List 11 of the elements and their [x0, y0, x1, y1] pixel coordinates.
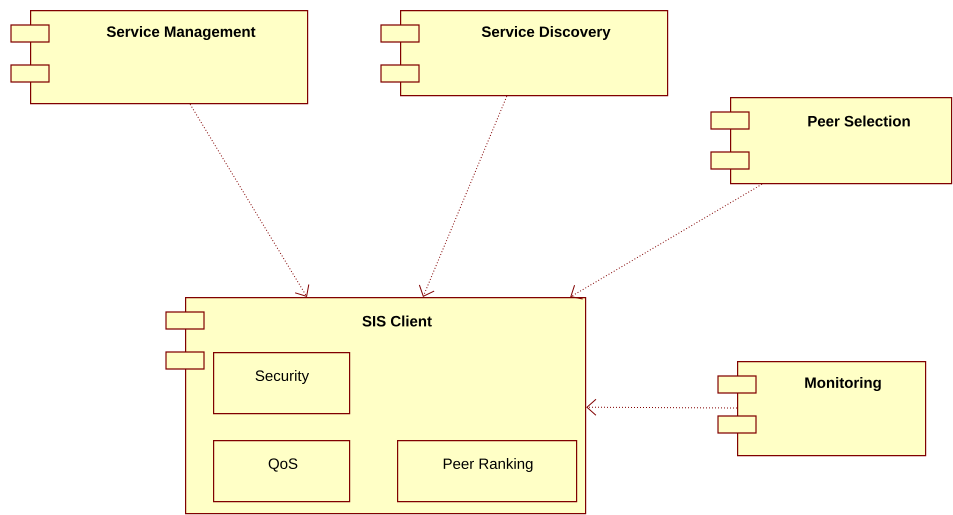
dependency-arrow	[570, 184, 762, 300]
dependency-arrow	[586, 398, 738, 416]
part-box: QoS	[213, 440, 350, 502]
component-box: Monitoring	[717, 361, 926, 456]
dependency-arrow	[418, 96, 508, 297]
component-box: Peer Selection	[710, 97, 952, 184]
component-box: Service Discovery	[380, 10, 668, 96]
part-box: Peer Ranking	[397, 440, 578, 502]
part-box: Security	[213, 352, 350, 414]
dependency-arrow	[190, 104, 310, 297]
component-box: Service Management	[10, 10, 308, 104]
